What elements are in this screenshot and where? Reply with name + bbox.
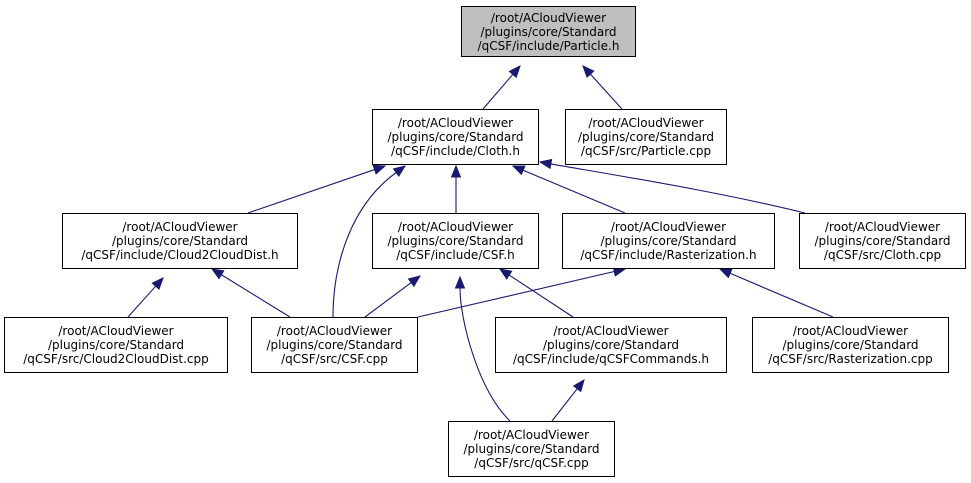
- edge-rasterization_cpp-to-rasterization_h: [729, 272, 834, 318]
- node-particle-h[interactable]: /root/ACloudViewer /plugins/core/Standar…: [461, 6, 636, 57]
- node-line: /plugins/core/Standard: [387, 130, 524, 144]
- edge-rasterization_h-to-cloth_h: [522, 169, 626, 214]
- arrowhead-rasterization_cpp-to-rasterization_h: [718, 268, 733, 279]
- node-line: /qCSF/src/Particle.cpp: [580, 144, 712, 158]
- edge-csf_cpp-to-csf_h: [364, 282, 412, 318]
- arrowhead-cloud2cloud_cpp-to-cloud2cloud_h: [151, 277, 164, 291]
- node-line: /qCSF/include/Particle.h: [477, 38, 620, 53]
- node-line: /root/ACloudViewer: [824, 220, 941, 234]
- node-line: /qCSF/include/CSF.h: [396, 248, 515, 262]
- node-line: /plugins/core/Standard: [480, 24, 617, 39]
- node-line: /plugins/core/Standard: [782, 338, 919, 352]
- node-line: /root/ACloudViewer: [397, 220, 514, 234]
- node-particle-cpp[interactable]: /root/ACloudViewer /plugins/core/Standar…: [565, 109, 727, 165]
- node-line: /root/ACloudViewer: [397, 116, 514, 130]
- node-line: /plugins/core/Standard: [463, 442, 600, 456]
- edge-cloth_cpp-to-cloth_h: [550, 163, 806, 214]
- edge-particle_cpp-to-particle_h: [589, 73, 623, 110]
- node-qcsfcommands-h[interactable]: /root/ACloudViewer /plugins/core/Standar…: [495, 317, 727, 373]
- node-cloud2clouddist-cpp[interactable]: /root/ACloudViewer /plugins/core/Standar…: [4, 317, 228, 373]
- node-line: /root/ACloudViewer: [276, 324, 393, 338]
- edge-cloud2cloud_h-to-cloth_h: [247, 169, 375, 214]
- edge-qcsfcommands_h-to-csf_h: [508, 274, 574, 318]
- node-line: /qCSF/src/Rasterization.cpp: [768, 352, 933, 366]
- edge-qcsf_cpp-to-qcsfcommands_h: [551, 388, 578, 422]
- node-rasterization-cpp[interactable]: /root/ACloudViewer /plugins/core/Standar…: [752, 317, 949, 373]
- node-line: /plugins/core/Standard: [577, 130, 715, 144]
- node-line: /root/ACloudViewer: [553, 324, 669, 338]
- edge-cloth_h-to-particle_h: [482, 73, 514, 110]
- node-line: /root/ACloudViewer: [792, 324, 909, 338]
- node-rasterization-h[interactable]: /root/ACloudViewer /plugins/core/Standar…: [562, 213, 775, 269]
- node-line: /plugins/core/Standard: [814, 234, 951, 248]
- node-line: /qCSF/src/Cloud2CloudDist.cpp: [23, 352, 209, 366]
- node-line: /root/ACloudViewer: [58, 324, 174, 338]
- arrowhead-particle_cpp-to-particle_h: [582, 65, 595, 79]
- arrowhead-rasterization_h-to-cloth_h: [511, 165, 526, 176]
- node-line: /qCSF/include/qCSFCommands.h: [513, 352, 709, 366]
- node-line: /root/ACloudViewer: [473, 428, 590, 442]
- node-csf-cpp[interactable]: /root/ACloudViewer /plugins/core/Standar…: [251, 317, 418, 373]
- arrowhead-csf_cpp-to-cloth_h: [392, 165, 407, 178]
- node-qcsf-cpp[interactable]: /root/ACloudViewer /plugins/core/Standar…: [448, 421, 615, 477]
- node-line: /root/ACloudViewer: [490, 10, 607, 25]
- node-line: /qCSF/src/qCSF.cpp: [474, 456, 589, 470]
- node-line: /root/ACloudViewer: [588, 116, 704, 130]
- node-line: /plugins/core/Standard: [47, 338, 185, 352]
- arrowhead-csf_cpp-to-csf_h: [407, 275, 422, 288]
- node-line: /qCSF/src/Cloth.cpp: [823, 248, 942, 262]
- node-line: /root/ACloudViewer: [122, 220, 238, 234]
- arrowhead-cloth_cpp-to-cloth_h: [538, 158, 553, 170]
- node-line: /qCSF/include/Rasterization.h: [580, 248, 757, 262]
- arrowhead-cloth_h-to-particle_h: [508, 64, 521, 79]
- node-line: /plugins/core/Standard: [600, 234, 737, 248]
- node-line: /plugins/core/Standard: [266, 338, 403, 352]
- node-line: /plugins/core/Standard: [111, 234, 249, 248]
- arrowhead-qcsfcommands_h-to-csf_h: [498, 268, 513, 280]
- edge-csf_cpp-to-cloth_h: [332, 172, 397, 318]
- arrowhead-cloud2cloud_h-to-cloth_h: [372, 164, 387, 175]
- node-csf-h[interactable]: /root/ACloudViewer /plugins/core/Standar…: [372, 213, 539, 269]
- node-line: /root/ACloudViewer: [610, 220, 727, 234]
- node-cloud2clouddist-h[interactable]: /root/ACloudViewer /plugins/core/Standar…: [62, 213, 298, 269]
- arrowhead-qcsf_cpp-to-csf_h: [454, 275, 466, 289]
- node-line: /plugins/core/Standard: [542, 338, 680, 352]
- arrowhead-csf_h-to-cloth_h: [450, 164, 462, 178]
- arrowhead-qcsf_cpp-to-qcsfcommands_h: [572, 378, 585, 393]
- node-line: /plugins/core/Standard: [387, 234, 524, 248]
- node-line: /qCSF/src/CSF.cpp: [281, 352, 388, 366]
- edge-qcsf_cpp-to-csf_h: [459, 287, 511, 422]
- edge-cloud2cloud_cpp-to-cloud2cloud_h: [127, 285, 157, 318]
- node-cloth-cpp[interactable]: /root/ACloudViewer /plugins/core/Standar…: [799, 213, 966, 269]
- edge-csf_cpp-to-rasterization_h: [417, 270, 615, 318]
- node-line: /qCSF/include/Cloth.h: [391, 144, 520, 158]
- edge-csf_cpp-to-cloud2cloud_h: [221, 274, 291, 318]
- arrowhead-csf_cpp-to-cloud2cloud_h: [210, 268, 225, 280]
- node-cloth-h[interactable]: /root/ACloudViewer /plugins/core/Standar…: [372, 109, 539, 165]
- node-line: /qCSF/include/Cloud2CloudDist.h: [81, 248, 279, 262]
